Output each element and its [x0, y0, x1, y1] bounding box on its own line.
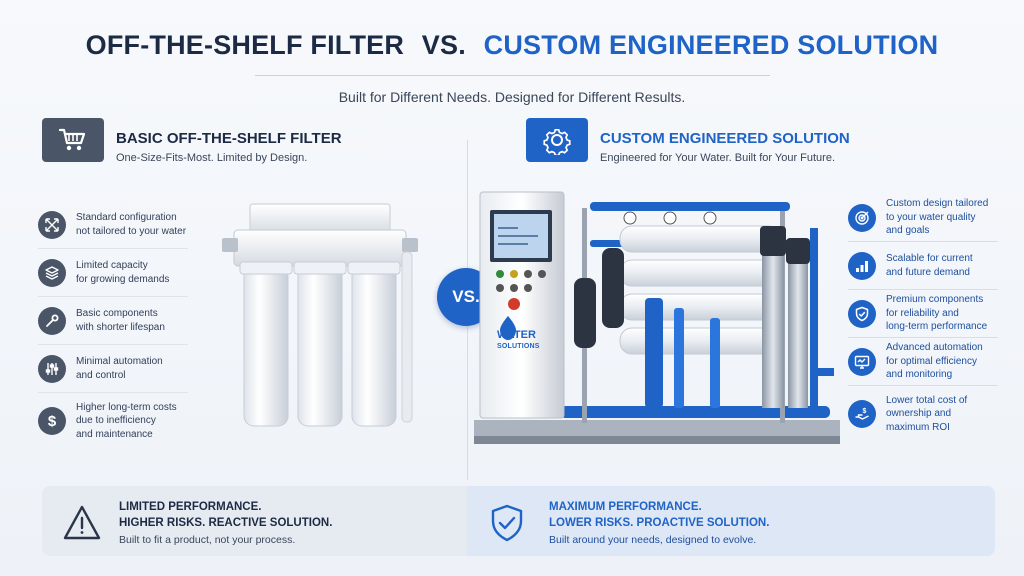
bottom-right-line1: MAXIMUM PERFORMANCE.	[549, 501, 702, 513]
feature-text: Basic components with shorter lifespan	[76, 308, 165, 333]
list-item: Premium components for reliability and l…	[848, 290, 998, 338]
system-illustration	[474, 191, 840, 444]
left-section-subtitle: One-Size-Fits-Most. Limited by Design.	[116, 152, 308, 164]
dollar-icon: $	[38, 407, 66, 435]
feature-text: Minimal automation and control	[76, 356, 163, 381]
bottom-left-line3: Built to fit a product, not your process…	[119, 534, 296, 546]
layers-icon	[38, 258, 66, 287]
warning-triangle-icon	[62, 503, 102, 543]
resize-arrows-icon	[38, 210, 66, 239]
feature-text: Custom design tailored to your water qua…	[886, 198, 989, 237]
water-drop-icon	[500, 316, 516, 340]
right-feature-list: Custom design tailored to your water qua…	[848, 194, 998, 442]
svg-text:$: $	[863, 408, 867, 415]
feature-text: Lower total cost of ownership and maximu…	[886, 394, 968, 433]
shopping-cart-icon	[42, 118, 104, 162]
bottom-left-line1: LIMITED PERFORMANCE.	[119, 501, 262, 513]
list-item: Custom design tailored to your water qua…	[848, 194, 998, 242]
filter-illustration	[222, 203, 418, 427]
feature-text: Limited capacity for growing demands	[76, 260, 170, 285]
shield-check-icon	[848, 299, 876, 328]
feature-text: Premium components for reliability and l…	[886, 294, 988, 333]
page-subtitle: Built for Different Needs. Designed for …	[338, 89, 686, 105]
list-item: Limited capacity for growing demands	[38, 249, 188, 297]
gear-icon	[526, 118, 588, 162]
title-divider	[255, 75, 770, 76]
bottom-right-line2: LOWER RISKS. PROACTIVE SOLUTION.	[549, 517, 770, 529]
list-item: Basic components with shorter lifespan	[38, 297, 188, 345]
list-item: Advanced automation for optimal efficien…	[848, 338, 998, 386]
left-feature-list: Standard configuration not tailored to y…	[38, 201, 188, 449]
left-section-title: BASIC OFF-THE-SHELF FILTER	[116, 130, 342, 147]
feature-text: Standard configuration not tailored to y…	[76, 212, 187, 237]
bar-chart-icon	[848, 251, 876, 280]
monitor-icon	[848, 347, 876, 376]
list-item: $ Lower total cost of ownership and maxi…	[848, 386, 998, 442]
shield-check-icon	[487, 503, 527, 543]
bottom-left-panel: LIMITED PERFORMANCE. HIGHER RISKS. REACT…	[42, 486, 467, 556]
bottom-right-line3: Built around your needs, designed to evo…	[549, 534, 757, 546]
target-icon	[848, 203, 876, 232]
wrench-icon	[38, 306, 66, 335]
list-item: Minimal automation and control	[38, 345, 188, 393]
feature-text: Higher long-term costs due to inefficien…	[76, 401, 177, 440]
bottom-left-line2: HIGHER RISKS. REACTIVE SOLUTION.	[119, 517, 333, 529]
page-title: OFF-THE-SHELF FILTER VS. CUSTOM ENGINEER…	[0, 30, 1024, 61]
title-left: OFF-THE-SHELF FILTER	[85, 30, 405, 60]
hand-dollar-icon: $	[848, 400, 876, 428]
brand-logo-text: WATER SOLUTIONS	[497, 329, 540, 351]
title-vs: VS.	[421, 30, 466, 60]
title-right: CUSTOM ENGINEERED SOLUTION	[483, 30, 939, 60]
feature-text: Advanced automation for optimal efficien…	[886, 342, 983, 381]
list-item: $ Higher long-term costs due to ineffici…	[38, 393, 188, 449]
sliders-icon	[38, 354, 66, 383]
list-item: Standard configuration not tailored to y…	[38, 201, 188, 249]
list-item: Scalable for current and future demand	[848, 242, 998, 290]
feature-text: Scalable for current and future demand	[886, 253, 973, 278]
bottom-right-panel: MAXIMUM PERFORMANCE. LOWER RISKS. PROACT…	[467, 486, 995, 556]
right-section-title: CUSTOM ENGINEERED SOLUTION	[600, 130, 850, 147]
right-section-subtitle: Engineered for Your Water. Built for You…	[600, 152, 836, 164]
